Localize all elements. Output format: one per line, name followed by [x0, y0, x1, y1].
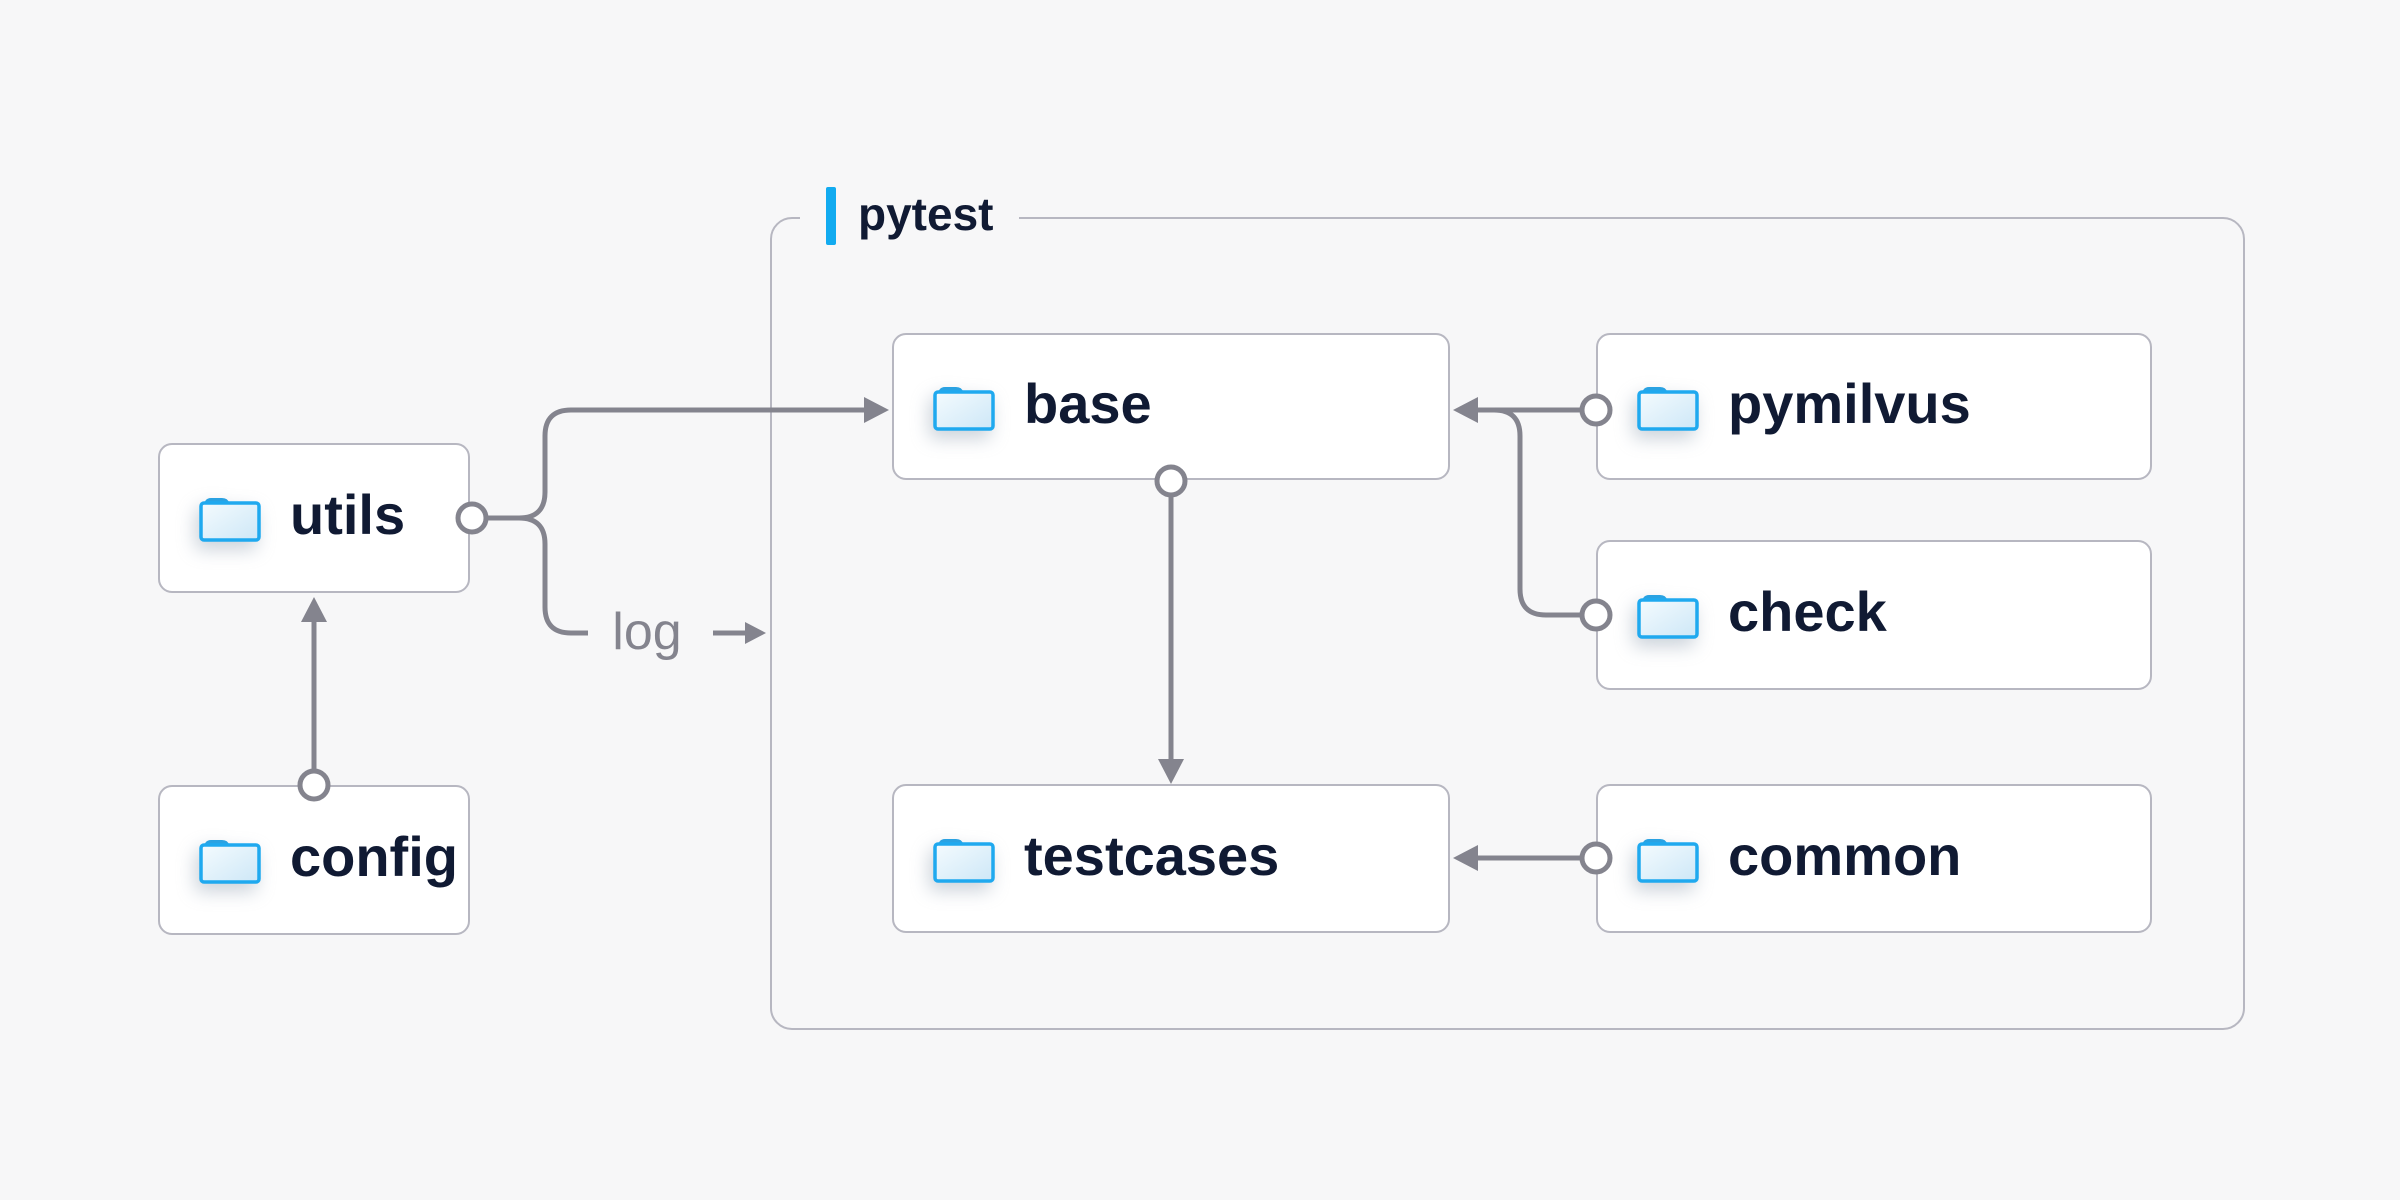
folder-icon [1637, 838, 1699, 883]
folder-icon [199, 498, 261, 542]
arrowhead-right-icon [745, 622, 766, 644]
edge-config-utils [297, 597, 331, 802]
node-label: base [1024, 371, 1152, 435]
edge-label-log: log [612, 603, 682, 661]
node-base: base [892, 333, 1450, 480]
node-label: pymilvus [1728, 371, 1971, 435]
node-label: config [290, 825, 458, 888]
node-common: common [1596, 784, 2152, 933]
node-config: config [158, 785, 470, 935]
folder-icon [933, 386, 995, 431]
folder-icon [1637, 595, 1699, 639]
arrowhead-up-icon [301, 597, 327, 622]
accent-bar-icon [826, 187, 836, 245]
pytest-group-container [770, 217, 2245, 1030]
node-label: common [1728, 823, 1962, 887]
folder-icon [1637, 386, 1699, 431]
node-label: utils [290, 483, 406, 546]
pytest-group-title: pytest [858, 188, 994, 240]
node-label: check [1728, 580, 1887, 643]
folder-icon [933, 838, 995, 883]
node-testcases: testcases [892, 784, 1450, 933]
node-pymilvus: pymilvus [1596, 333, 2152, 480]
node-utils: utils [158, 443, 470, 593]
node-check: check [1596, 540, 2152, 690]
folder-icon [199, 840, 261, 884]
pytest-group-label: pytest [800, 186, 1020, 246]
node-label: testcases [1024, 823, 1280, 887]
